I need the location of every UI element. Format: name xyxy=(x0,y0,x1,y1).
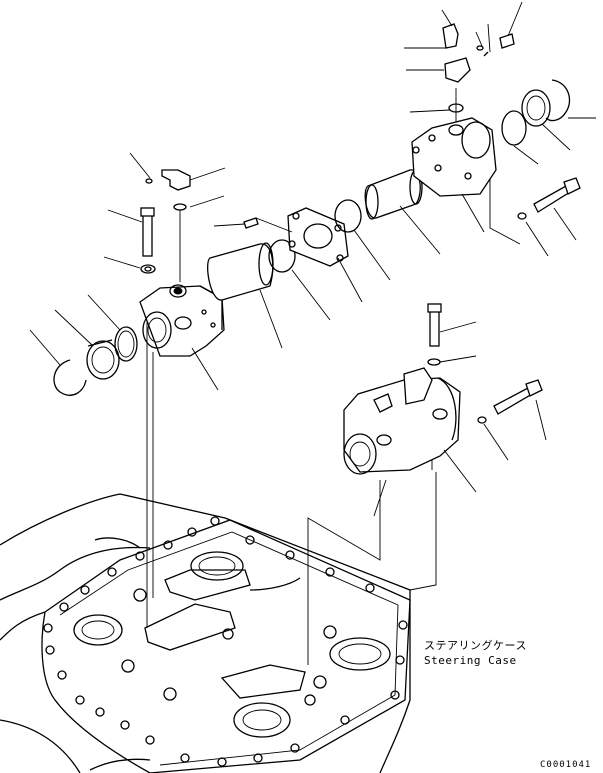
middle-parts xyxy=(207,169,423,301)
left-valve-assembly xyxy=(53,169,225,396)
upper-right-valve-assembly xyxy=(411,23,581,220)
steering-case-label-en: Steering Case xyxy=(424,654,517,667)
steering-case xyxy=(0,493,411,773)
steering-case-label-jp: ステアリングケース xyxy=(424,639,527,652)
lower-right-valve-assembly xyxy=(343,303,543,475)
leader-lines xyxy=(29,1,596,517)
drawing-number: C0001041 xyxy=(540,760,592,770)
